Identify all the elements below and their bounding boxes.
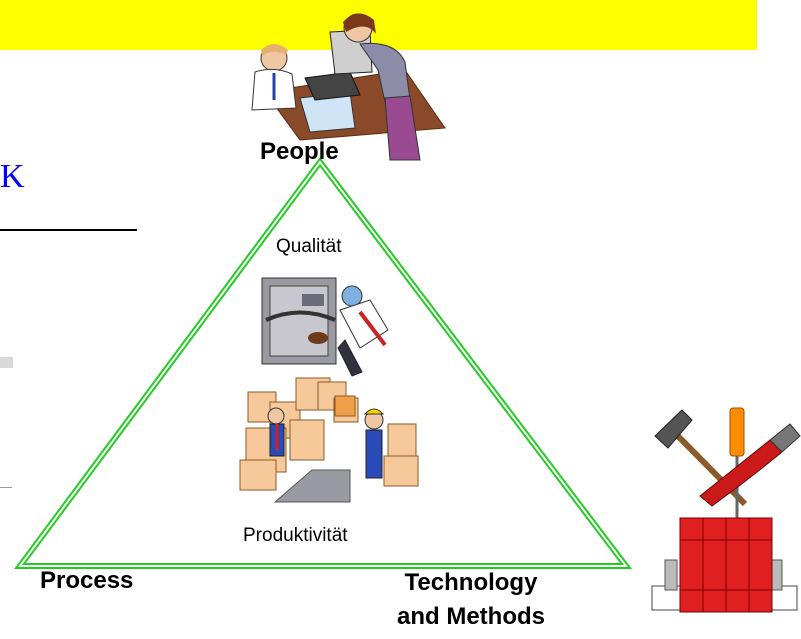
- cropped-underline: [0, 229, 137, 231]
- inner-label-productivity: Produktivität: [243, 525, 348, 546]
- vertex-label-technology: Technology and Methods: [397, 566, 545, 634]
- cropped-tick: [0, 487, 12, 488]
- tools-and-books-icon: [651, 407, 801, 613]
- business-meeting-icon: [251, 13, 446, 161]
- triangle-outline: [14, 156, 633, 569]
- workers-with-boxes-icon: [239, 377, 419, 503]
- vertex-label-technology-line2: and Methods: [397, 603, 545, 630]
- inner-label-quality: Qualität: [276, 236, 342, 257]
- header-banner: [0, 0, 757, 50]
- cropped-box: [0, 357, 13, 368]
- vertex-label-people: People: [260, 138, 339, 165]
- vertex-label-technology-line1: Technology: [404, 569, 538, 596]
- engineer-at-server-icon: [261, 277, 389, 377]
- cropped-title-letter: K: [0, 158, 25, 195]
- vertex-label-process: Process: [40, 567, 134, 594]
